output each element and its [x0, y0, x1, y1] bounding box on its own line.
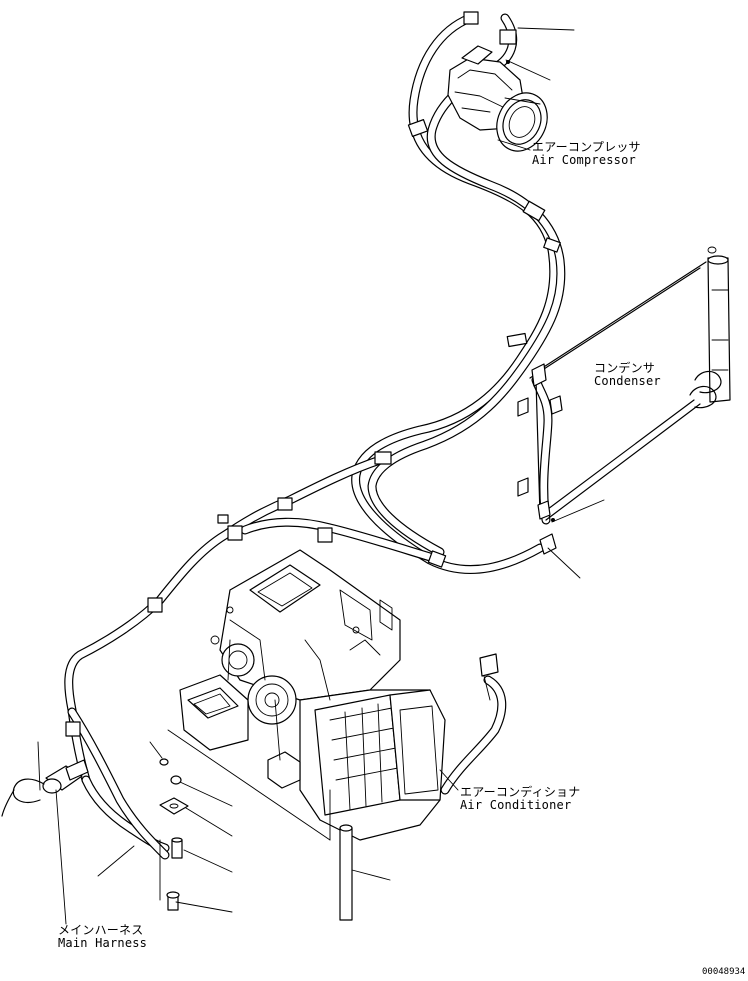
condenser-drawing	[518, 247, 730, 554]
air-compressor-label-en: Air Compressor	[532, 153, 636, 167]
air-compressor-label: エアーコンプレッサ Air Compressor	[532, 141, 641, 167]
air-conditioner-drawing	[180, 550, 498, 920]
air-conditioner-label-ja: エアーコンディショナ	[460, 785, 581, 799]
condenser-label-en: Condenser	[594, 374, 661, 388]
condenser-label: コンデンサ Condenser	[594, 362, 661, 388]
loose-parts	[160, 759, 188, 910]
leader-lines	[38, 28, 604, 924]
main-harness-label: メインハーネス Main Harness	[58, 924, 147, 950]
air-compressor-label-ja: エアーコンプレッサ	[532, 140, 641, 154]
hose-clamps	[66, 12, 560, 736]
drawing-code: 00048934	[702, 967, 746, 977]
air-compressor-drawing	[448, 46, 556, 159]
main-harness-connector	[2, 760, 88, 816]
condenser-label-ja: コンデンサ	[594, 361, 656, 375]
air-conditioner-label-en: Air Conditioner	[460, 798, 572, 812]
main-harness-label-en: Main Harness	[58, 936, 148, 950]
air-conditioner-label: エアーコンディショナ Air Conditioner	[460, 786, 580, 812]
main-harness-label-ja: メインハーネス	[58, 923, 144, 937]
